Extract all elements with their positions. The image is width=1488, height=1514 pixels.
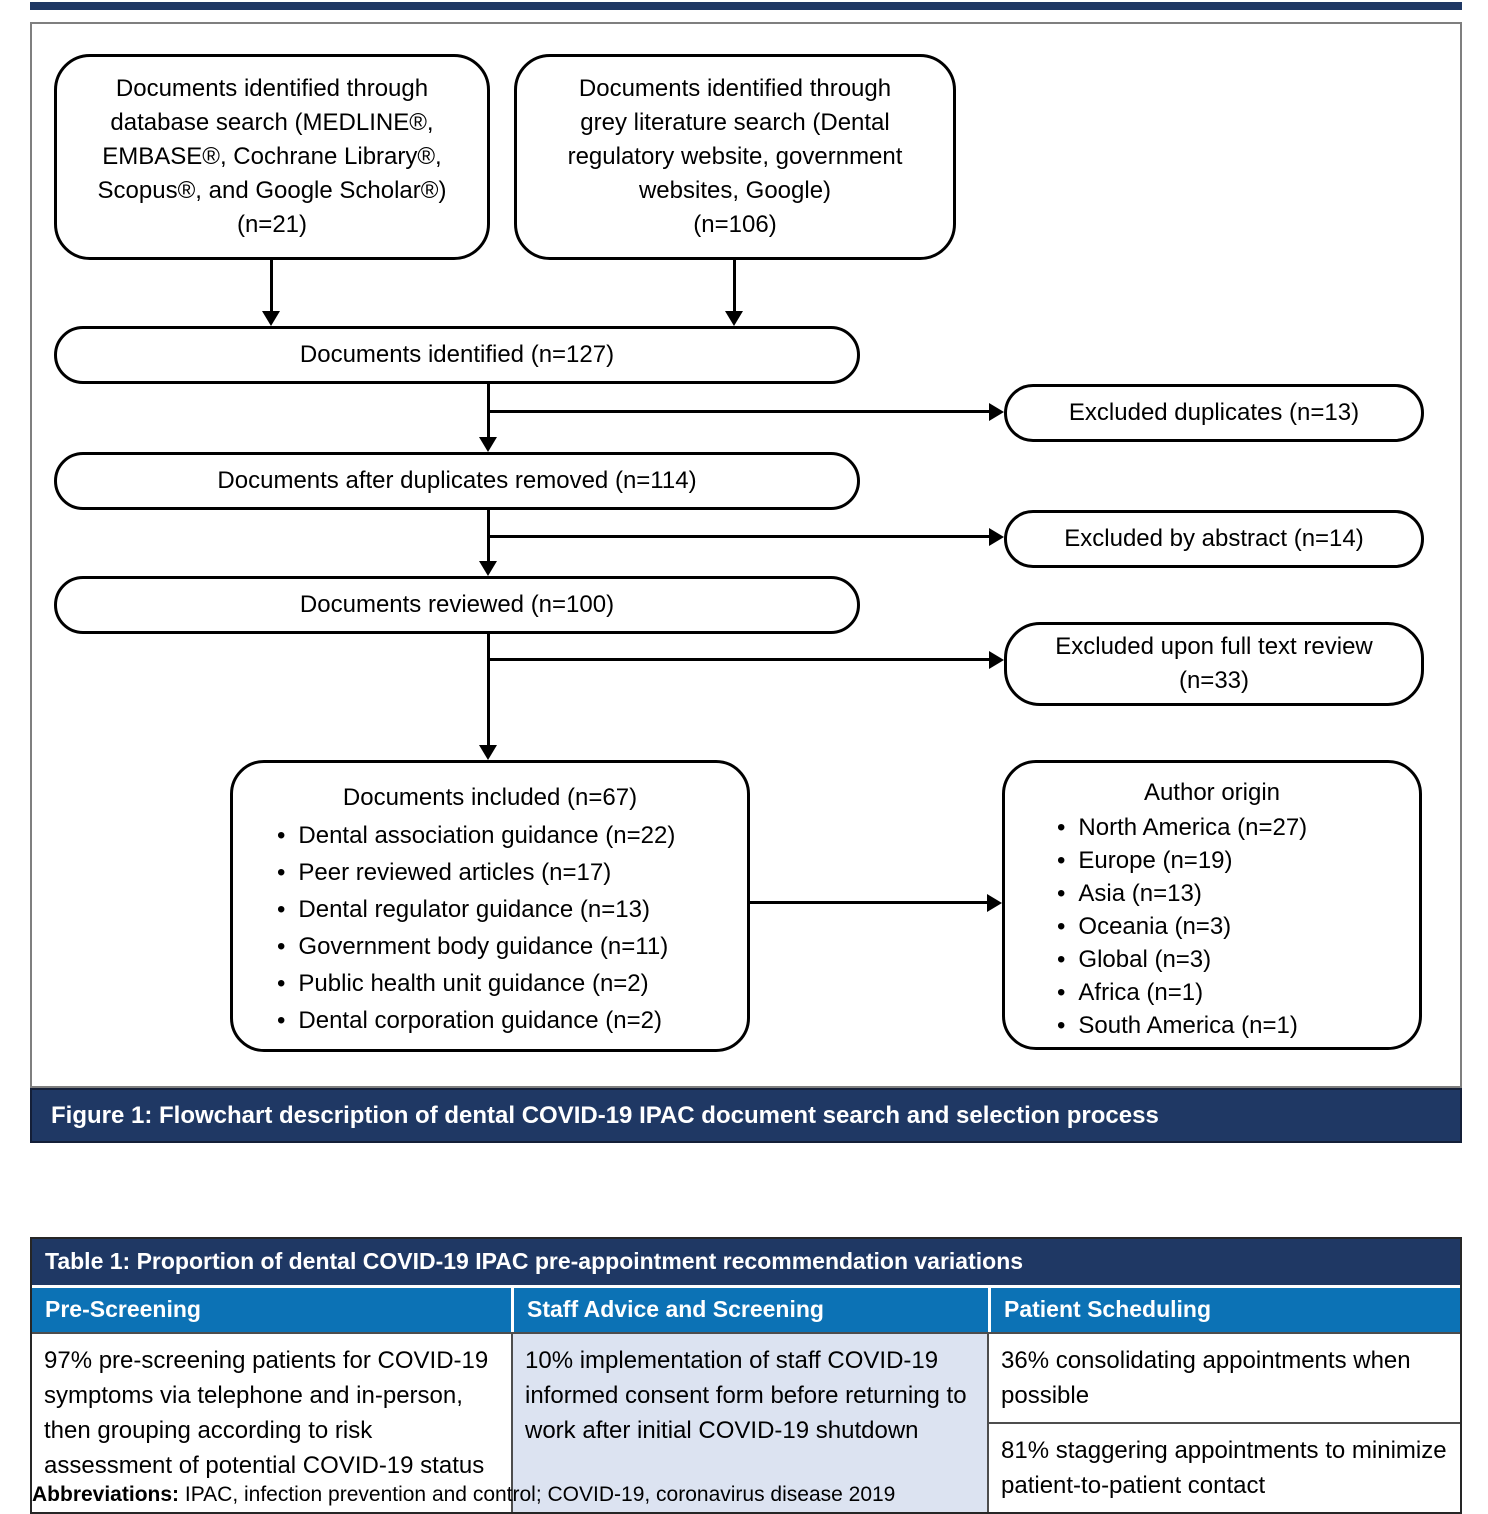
list-item: Dental association guidance (n=22) bbox=[277, 817, 737, 854]
list-item: South America (n=1) bbox=[1057, 1009, 1409, 1042]
abbreviations-text: IPAC, infection prevention and control; … bbox=[179, 1483, 896, 1506]
table-body-row: 97% pre-screening patients for COVID-19 … bbox=[32, 1332, 1460, 1512]
table-title: Table 1: Proportion of dental COVID-19 I… bbox=[32, 1239, 1460, 1288]
column-header-staff-advice: Staff Advice and Screening bbox=[514, 1288, 988, 1332]
arrow-down-icon bbox=[479, 437, 497, 452]
column-header-pre-screening: Pre-Screening bbox=[32, 1288, 511, 1332]
arrow-right-icon bbox=[989, 403, 1004, 421]
column-header-patient-scheduling: Patient Scheduling bbox=[991, 1288, 1460, 1332]
connector-grey-down bbox=[733, 260, 736, 314]
cell-pre-screening: 97% pre-screening patients for COVID-19 … bbox=[32, 1334, 513, 1512]
list-item: Public health unit guidance (n=2) bbox=[277, 965, 737, 1002]
list-item: Peer reviewed articles (n=17) bbox=[277, 854, 737, 891]
abbreviations-note: Abbreviations: IPAC, infection preventio… bbox=[32, 1483, 895, 1507]
arrow-down-icon bbox=[479, 561, 497, 576]
page-top-rule bbox=[30, 2, 1462, 10]
list-item: Dental regulator guidance (n=13) bbox=[277, 891, 737, 928]
abbreviations-label: Abbreviations: bbox=[32, 1483, 180, 1506]
author-origin-list: North America (n=27) Europe (n=19) Asia … bbox=[1015, 811, 1409, 1042]
arrow-right-icon bbox=[989, 651, 1004, 669]
list-item: Dental corporation guidance (n=2) bbox=[277, 1002, 737, 1039]
node-documents-identified: Documents identified (n=127) bbox=[54, 326, 860, 384]
cell-staff-advice: 10% implementation of staff COVID-19 inf… bbox=[513, 1334, 989, 1512]
list-item: Africa (n=1) bbox=[1057, 976, 1409, 1009]
node-documents-included: Documents included (n=67) Dental associa… bbox=[230, 760, 750, 1052]
list-item: Asia (n=13) bbox=[1057, 877, 1409, 910]
author-origin-title: Author origin bbox=[1143, 779, 1281, 806]
connector-included-to-origin bbox=[750, 901, 988, 904]
cell-staggering-appointments: 81% staggering appointments to minimize … bbox=[1001, 1437, 1447, 1499]
node-excluded-duplicates: Excluded duplicates (n=13) bbox=[1004, 384, 1424, 442]
arrow-down-icon bbox=[262, 311, 280, 326]
connector-excluded-full-text bbox=[488, 658, 990, 661]
node-after-duplicates-removed: Documents after duplicates removed (n=11… bbox=[54, 452, 860, 510]
figure-1: Documents identified through database se… bbox=[30, 22, 1462, 1143]
cell-patient-scheduling-group: 36% consolidating appointments when poss… bbox=[989, 1334, 1460, 1512]
list-item: Europe (n=19) bbox=[1057, 844, 1409, 877]
connector-excluded-abstract bbox=[488, 535, 990, 538]
node-excluded-full-text-review: Excluded upon full text review (n=33) bbox=[1004, 622, 1424, 706]
list-item: Global (n=3) bbox=[1057, 943, 1409, 976]
arrow-down-icon bbox=[479, 745, 497, 760]
arrow-down-icon bbox=[725, 311, 743, 326]
flowchart-canvas: Documents identified through database se… bbox=[30, 22, 1462, 1088]
connector-reviewed-down bbox=[487, 634, 490, 747]
documents-included-list: Dental association guidance (n=22) Peer … bbox=[243, 817, 737, 1039]
node-author-origin: Author origin North America (n=27) Europ… bbox=[1002, 760, 1422, 1050]
arrow-right-icon bbox=[989, 528, 1004, 546]
connector-database-down bbox=[270, 260, 273, 314]
cell-consolidating-appointments: 36% consolidating appointments when poss… bbox=[989, 1334, 1460, 1424]
list-item: Oceania (n=3) bbox=[1057, 910, 1409, 943]
figure-caption: Figure 1: Flowchart description of denta… bbox=[30, 1088, 1462, 1143]
documents-included-title: Documents included (n=67) bbox=[342, 784, 638, 811]
node-excluded-by-abstract: Excluded by abstract (n=14) bbox=[1004, 510, 1424, 568]
table-1: Table 1: Proportion of dental COVID-19 I… bbox=[30, 1237, 1462, 1514]
connector-excluded-duplicates bbox=[488, 410, 990, 413]
node-database-search: Documents identified through database se… bbox=[54, 54, 490, 260]
table-header-row: Pre-Screening Staff Advice and Screening… bbox=[32, 1288, 1460, 1332]
list-item: North America (n=27) bbox=[1057, 811, 1409, 844]
node-grey-literature-search: Documents identified through grey litera… bbox=[514, 54, 956, 260]
arrow-right-icon bbox=[987, 894, 1002, 912]
list-item: Government body guidance (n=11) bbox=[277, 928, 737, 965]
node-documents-reviewed: Documents reviewed (n=100) bbox=[54, 576, 860, 634]
